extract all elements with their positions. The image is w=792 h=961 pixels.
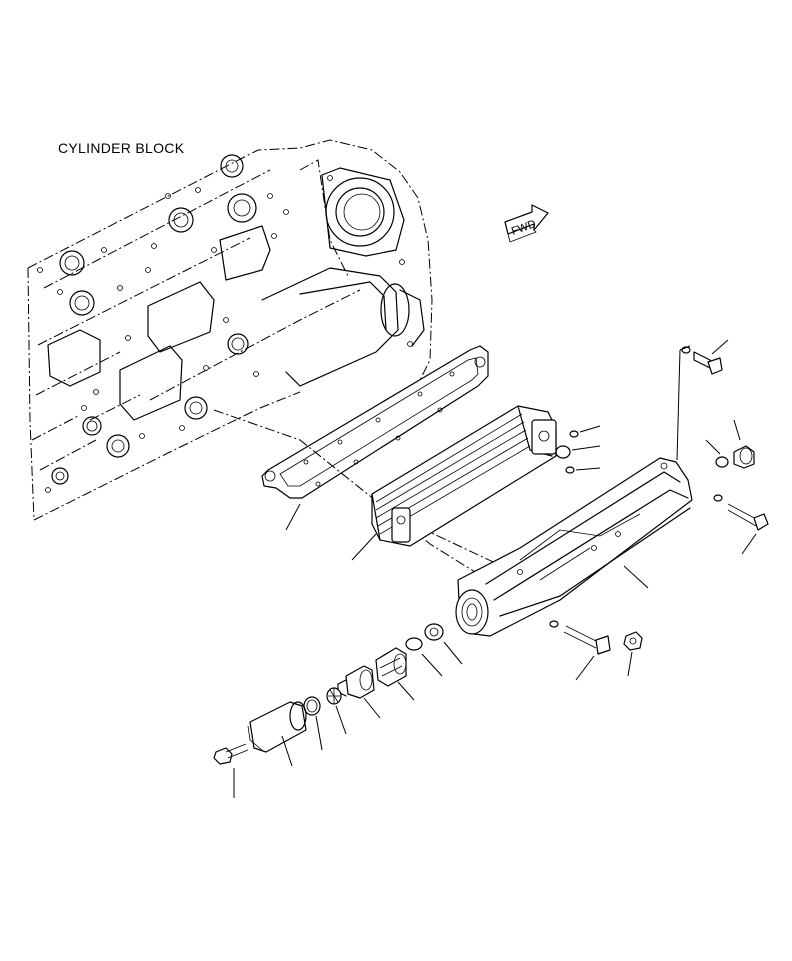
gasket-ring	[405, 637, 443, 677]
forward-arrow-icon: FWD	[504, 204, 549, 243]
cylinder-block	[27, 139, 433, 521]
o-ring	[303, 696, 323, 751]
valve-cover-bolt	[213, 743, 249, 798]
bolt-side	[713, 494, 769, 555]
bolt-bottom	[549, 620, 611, 681]
oil-cooler-core	[351, 405, 557, 561]
screen-filter	[326, 687, 347, 735]
oil-cooler-cover	[455, 457, 693, 637]
o-ring-set	[555, 425, 601, 474]
valve-seat	[424, 623, 463, 665]
spring	[375, 647, 415, 701]
cylinder-block-label: CYLINDER BLOCK	[58, 140, 185, 156]
bolt-top	[681, 339, 729, 375]
plug	[705, 419, 755, 469]
valve-cover	[247, 701, 307, 767]
nut	[623, 631, 643, 677]
oil-cooler-gasket	[261, 345, 489, 531]
valve-plunger	[337, 665, 381, 719]
